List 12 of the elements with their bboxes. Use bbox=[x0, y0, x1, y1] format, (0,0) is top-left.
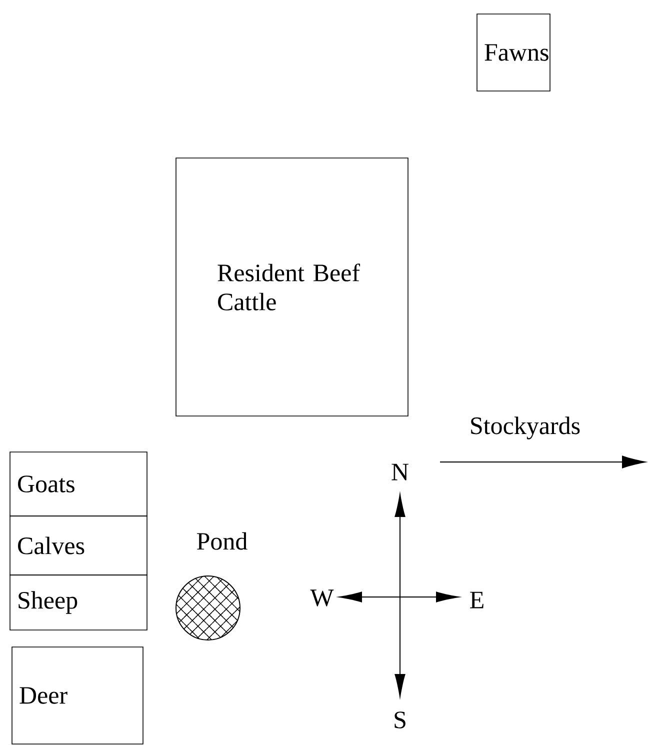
compass-letter: W bbox=[310, 590, 334, 606]
pen-box: Resident Beef Cattle bbox=[176, 158, 408, 416]
pen-box: Deer bbox=[12, 646, 144, 744]
pen-box: Goats bbox=[10, 452, 148, 516]
compass-letter: S bbox=[394, 712, 406, 728]
destination-label: Stockyards bbox=[471, 416, 580, 440]
compass-letter: N bbox=[392, 464, 408, 480]
pen-box: Sheep bbox=[10, 574, 148, 630]
pen-box: Fawns bbox=[476, 14, 550, 92]
pen-box: Calves bbox=[10, 516, 148, 576]
pond-label: Pond bbox=[197, 532, 248, 550]
compass-letter: E bbox=[470, 592, 484, 608]
